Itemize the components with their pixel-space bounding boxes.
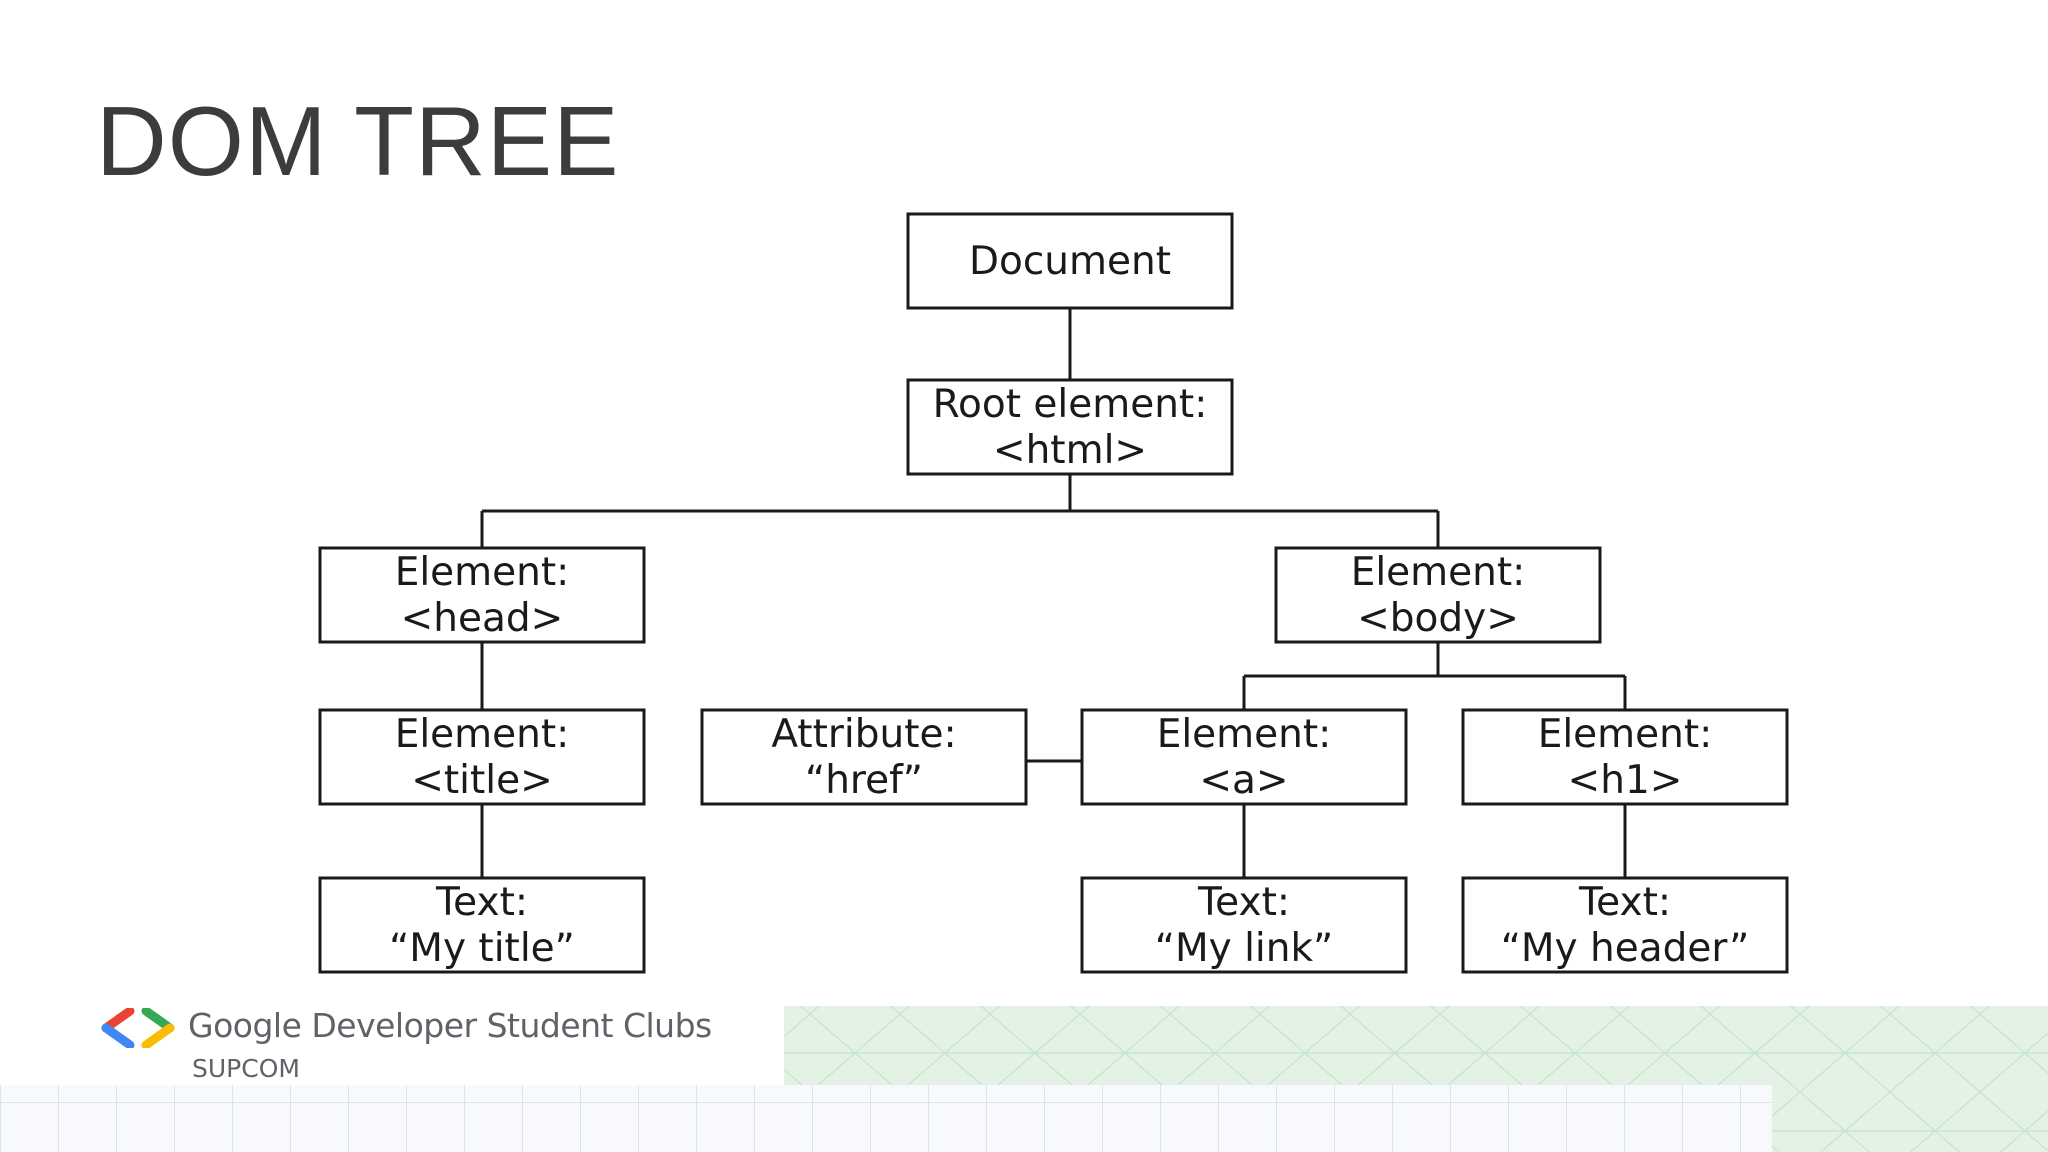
node-box	[1461, 876, 1789, 974]
node-box	[318, 546, 646, 644]
node-href: Attribute:“href”	[700, 708, 1028, 806]
node-title: Element:<title>	[318, 708, 646, 806]
node-box	[906, 378, 1234, 476]
node-label: Element:	[395, 712, 570, 757]
chapter-name: SUPCOM	[192, 1054, 300, 1083]
node-label: <body>	[1357, 596, 1519, 641]
node-label: Text:	[1578, 880, 1671, 925]
node-text-title: Text:“My title”	[318, 876, 646, 974]
node-box	[700, 708, 1028, 806]
page-title: DOM TREE	[96, 86, 620, 196]
node-label: “My link”	[1155, 926, 1334, 971]
node-label: <title>	[411, 758, 553, 803]
node-head: Element:<head>	[318, 546, 646, 644]
node-box	[318, 708, 646, 806]
node-label: “My header”	[1501, 926, 1750, 971]
node-document: Document	[906, 212, 1234, 310]
node-label: <head>	[401, 596, 564, 641]
node-box	[1080, 876, 1408, 974]
node-label: <html>	[993, 428, 1147, 473]
node-text-header: Text:“My header”	[1461, 876, 1789, 974]
node-box	[1080, 708, 1408, 806]
node-label: Text:	[435, 880, 528, 925]
gdsc-brackets-logo-icon	[101, 1008, 175, 1048]
node-label: Element:	[1351, 550, 1526, 595]
node-label: Document	[969, 239, 1171, 284]
node-box	[906, 212, 1234, 310]
node-label: Attribute:	[771, 712, 956, 757]
node-box	[318, 876, 646, 974]
node-label: Text:	[1197, 880, 1290, 925]
node-box	[1461, 708, 1789, 806]
node-label: Element:	[1538, 712, 1713, 757]
brand-name: Google Developer Student Clubs	[188, 1006, 712, 1045]
node-a: Element:<a>	[1080, 708, 1408, 806]
node-text-link: Text:“My link”	[1080, 876, 1408, 974]
node-h1: Element:<h1>	[1461, 708, 1789, 806]
node-label: Root element:	[933, 382, 1208, 427]
node-label: <h1>	[1568, 758, 1683, 803]
node-body: Element:<body>	[1274, 546, 1602, 644]
node-root: Root element:<html>	[906, 378, 1234, 476]
node-label: Element:	[1157, 712, 1332, 757]
node-label: Element:	[395, 550, 570, 595]
node-label: “My title”	[389, 926, 575, 971]
node-label: <a>	[1199, 758, 1288, 803]
node-box	[1274, 546, 1602, 644]
node-label: “href”	[805, 758, 923, 803]
